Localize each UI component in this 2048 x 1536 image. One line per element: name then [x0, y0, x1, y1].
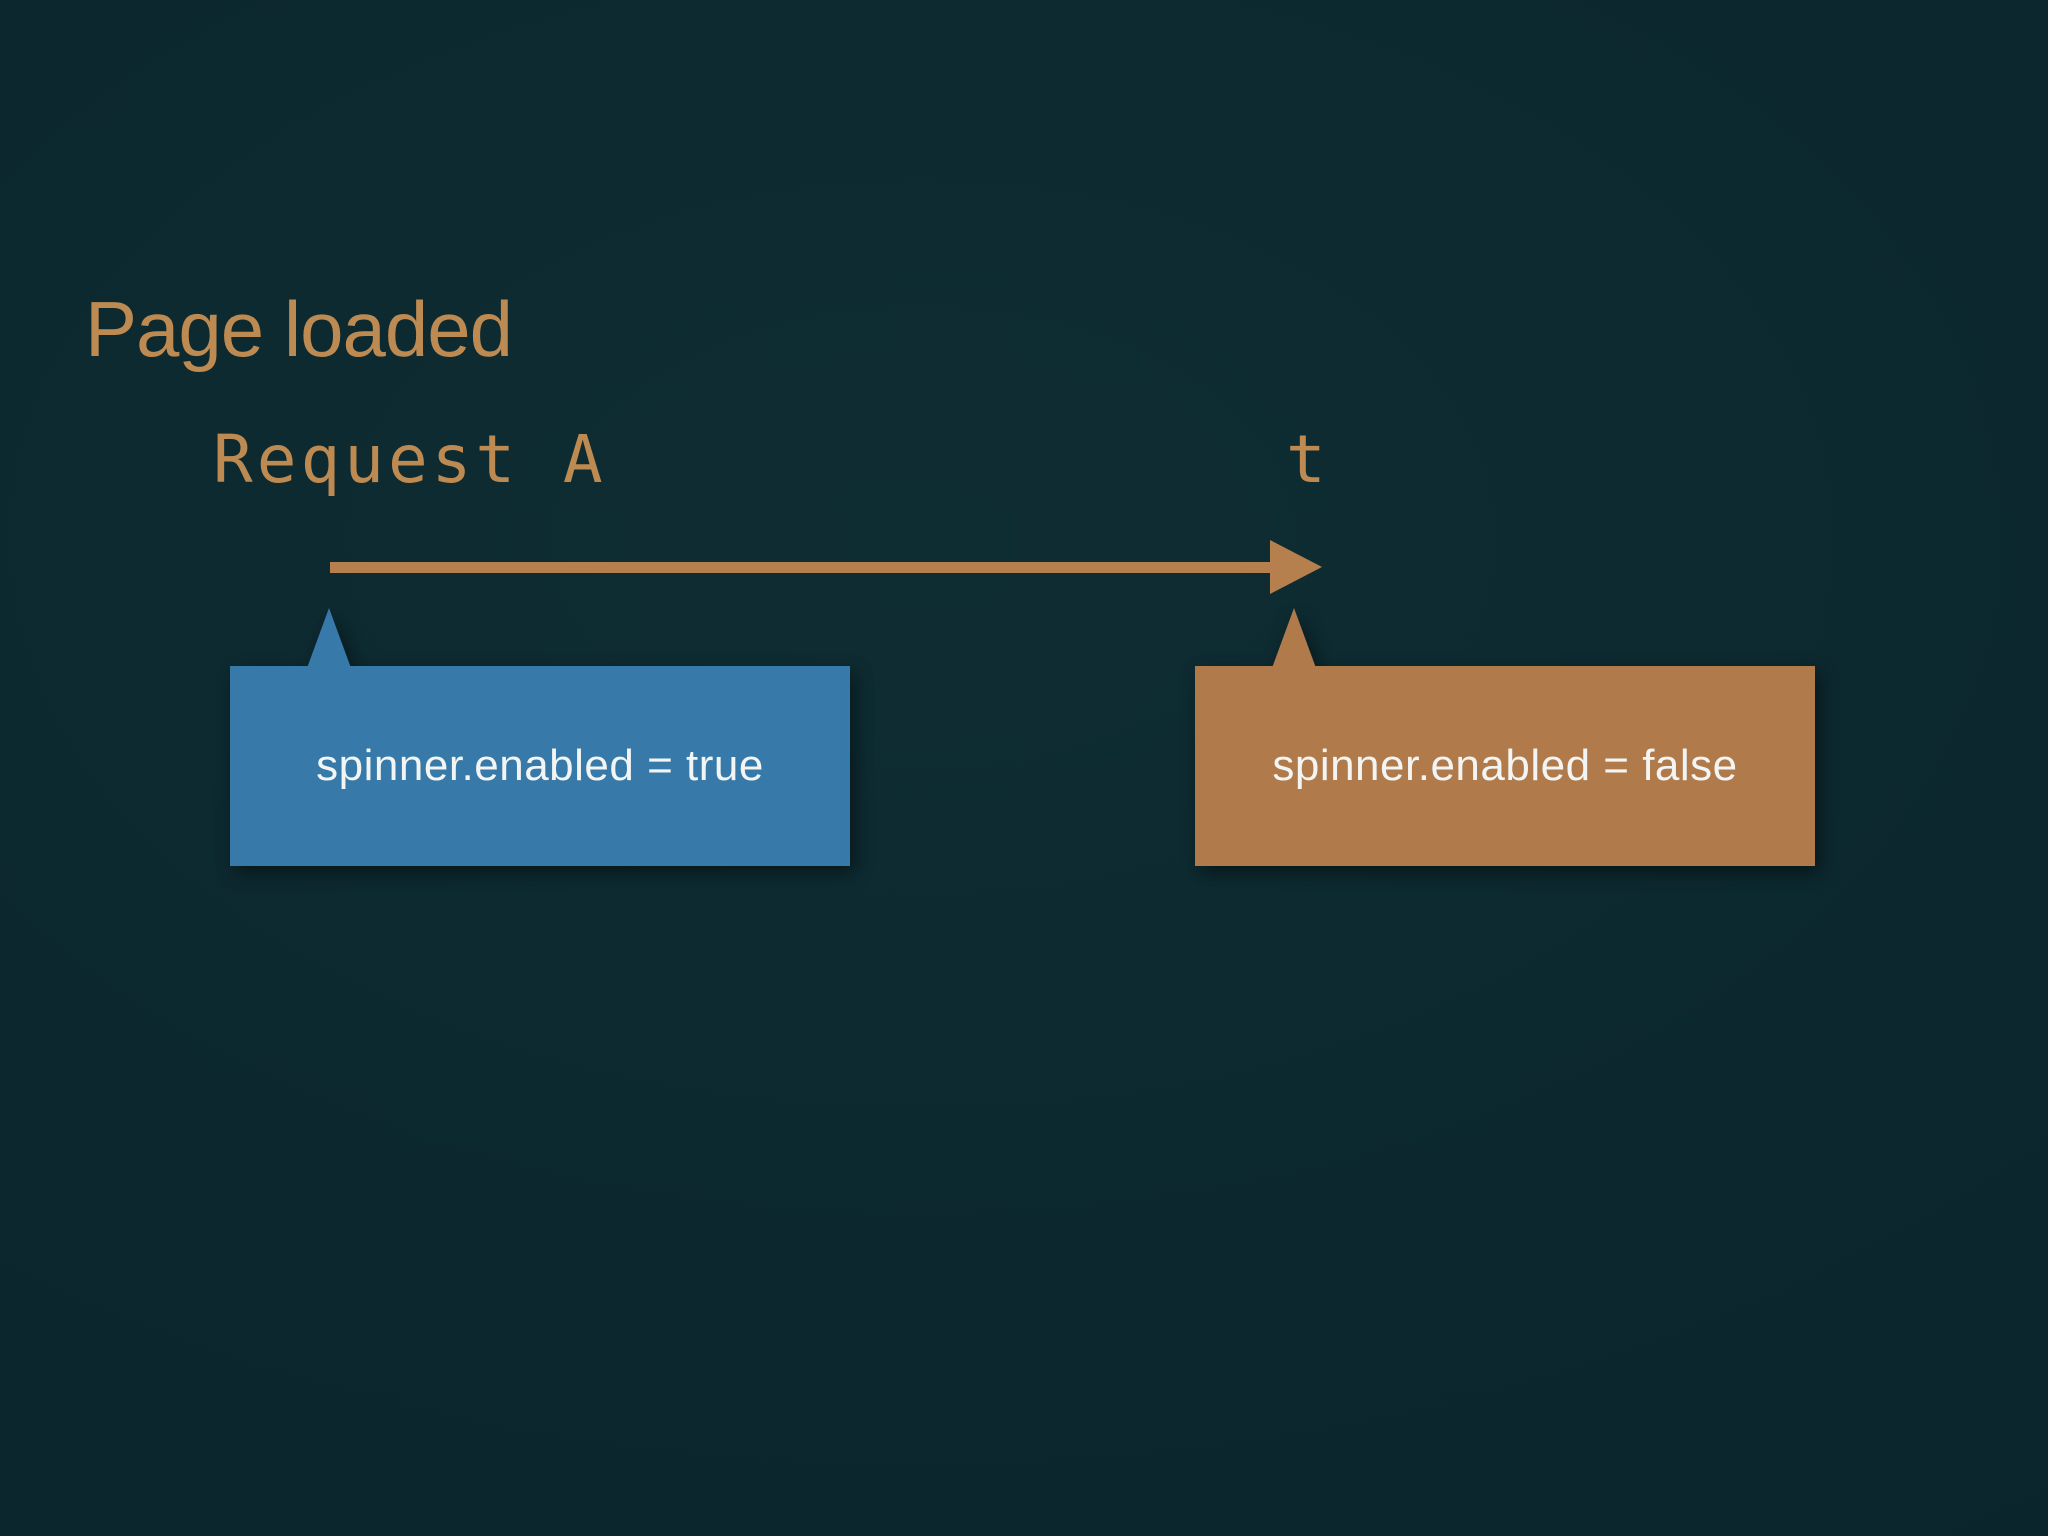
callout-box: spinner.enabled = true — [230, 666, 850, 866]
callout-box: spinner.enabled = false — [1195, 666, 1815, 866]
timeline-arrow-head-icon — [1270, 540, 1322, 594]
callout-text: spinner.enabled = false — [1272, 741, 1738, 790]
callout-pointer-up-icon — [1272, 608, 1316, 668]
callout-spinner-false: spinner.enabled = false — [1195, 608, 1815, 866]
time-axis-label: t — [1286, 421, 1330, 498]
timeline-arrow-line — [330, 562, 1272, 573]
callout-text: spinner.enabled = true — [316, 741, 764, 790]
request-a-label: Request A — [213, 421, 607, 498]
page-title: Page loaded — [85, 285, 513, 373]
callout-spinner-true: spinner.enabled = true — [230, 608, 850, 866]
callout-pointer-up-icon — [307, 608, 351, 668]
